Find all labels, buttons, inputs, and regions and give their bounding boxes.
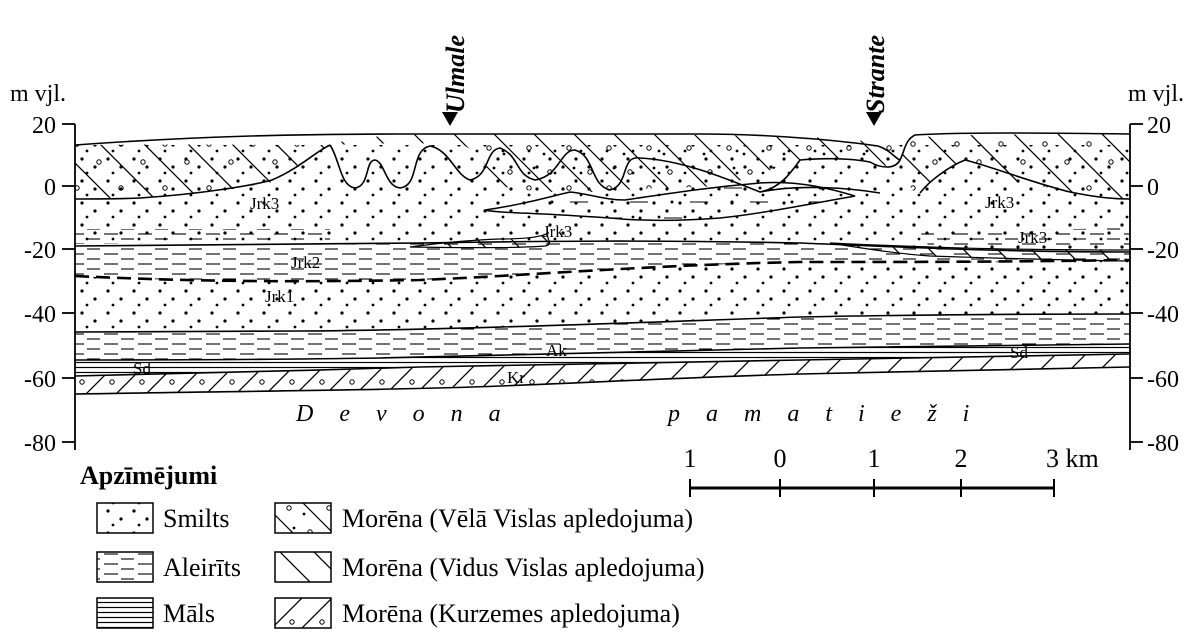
layer-label: Sd (1010, 343, 1028, 362)
location-strante: Strante (861, 35, 890, 126)
legend-label: Morēna (Kurzemes apledojuma) (342, 599, 680, 628)
scale-label: 0 (774, 444, 787, 473)
scale-bar: 1 0 1 2 3 km (684, 444, 1099, 497)
scale-label: 1 (868, 444, 881, 473)
right-tick-labels: 20 0 -20 -40 -60 -80 (1147, 113, 1179, 457)
location-label: Ulmale (441, 35, 470, 113)
scale-label: 3 km (1046, 444, 1099, 473)
layer-label: Jrk2 (291, 253, 320, 272)
tick-label: 20 (1147, 113, 1171, 139)
marker-triangle-icon (866, 112, 882, 126)
legend-swatch-kurzeme-till (275, 598, 331, 628)
tick-label: -60 (1147, 367, 1179, 393)
right-unit-label: m vjl. (1128, 81, 1184, 107)
left-unit-label: m vjl. (10, 81, 66, 107)
legend-swatch-clay (97, 598, 153, 628)
tick-label: -40 (24, 302, 56, 328)
legend-label: Māls (163, 599, 215, 628)
tick-label: -20 (1147, 238, 1179, 264)
bedrock-label-2: pamatieži (666, 401, 995, 427)
tick-label: -60 (24, 367, 56, 393)
tick-label: -20 (24, 238, 56, 264)
location-label: Strante (861, 35, 890, 113)
layer-label: Sd (133, 359, 151, 378)
legend-swatch-mid-vistula-till (275, 552, 331, 582)
legend-title: Apzīmējumi (80, 461, 217, 490)
scale-label: 2 (955, 444, 968, 473)
layer-label: Kr (507, 368, 525, 387)
tick-label: 0 (44, 175, 56, 201)
tick-label: 20 (32, 113, 56, 139)
section-body (75, 133, 1130, 394)
legend-label: Aleirīts (163, 553, 241, 582)
layer-label: Jrk3 (985, 193, 1014, 212)
left-tick-labels: 20 0 -20 -40 -60 -80 (24, 113, 56, 457)
legend-swatch-silt (97, 552, 153, 582)
marker-triangle-icon (442, 112, 458, 126)
legend-swatch-late-vistula-till (275, 503, 331, 533)
tick-label: -80 (1147, 431, 1179, 457)
legend-label: Morēna (Vēlā Vislas apledojuma) (342, 504, 693, 533)
legend: Apzīmējumi Smilts Aleirīts Māls Morēna (… (80, 461, 705, 628)
tick-label: -40 (1147, 302, 1179, 328)
location-ulmale: Ulmale (441, 35, 470, 126)
legend-swatch-sand (97, 503, 153, 533)
layer-label: Jrk3 (1018, 228, 1047, 247)
layer-label: Ak (546, 341, 567, 360)
left-axis (62, 124, 75, 450)
tick-label: 0 (1147, 175, 1159, 201)
scale-label: 1 (684, 444, 697, 473)
layer-label: Jrk3 (543, 222, 572, 241)
layer-label: Jrk3 (250, 194, 279, 213)
legend-label: Morēna (Vidus Vislas apledojuma) (342, 553, 705, 582)
layer-jrk3-silt-left (75, 229, 330, 244)
legend-label: Smilts (163, 504, 229, 533)
bedrock-label-1: Devona (295, 401, 527, 427)
layer-label: Jrk1 (265, 287, 294, 306)
right-axis (1130, 124, 1143, 450)
tick-label: -80 (24, 431, 56, 457)
